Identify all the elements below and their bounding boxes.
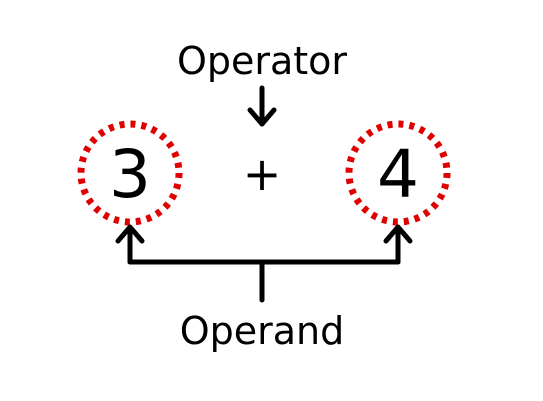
right-arrowhead-icon [383,224,413,244]
operator-symbol: + [243,147,282,201]
operator-arrow-icon [247,85,277,127]
left-operand-ring [77,120,183,226]
operator-label: Operator [177,39,347,83]
left-operand-value: 3 [109,136,151,213]
operand-label: Operand [180,309,345,353]
right-operand-ring [345,120,451,226]
right-operand-value: 4 [377,136,419,213]
operand-bracket-connector [127,225,401,303]
left-arrowhead-icon [115,224,145,244]
